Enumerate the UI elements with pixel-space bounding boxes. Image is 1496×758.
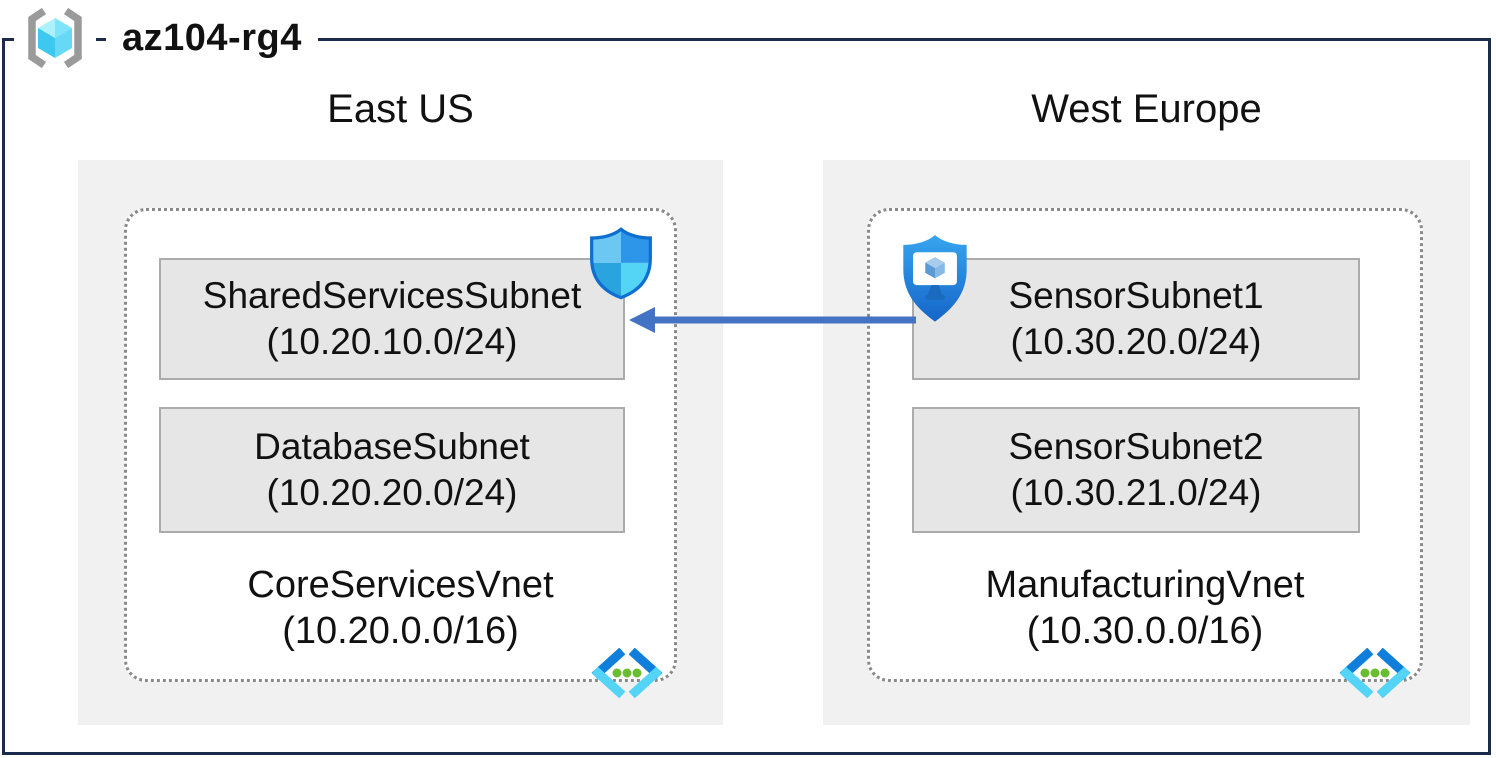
resource-group-label: az104-rg4: [14, 5, 318, 71]
region-title-east-us: East US: [327, 87, 474, 131]
subnet-cidr: (10.30.20.0/24): [1010, 321, 1262, 362]
peering-arrow: [626, 298, 918, 342]
region-east-us: SharedServicesSubnet (10.20.10.0/24) Dat…: [78, 160, 723, 725]
virtual-network-icon: [1336, 647, 1414, 699]
resource-group-icon: [14, 5, 96, 71]
vnet-cidr: (10.30.0.0/16): [1026, 609, 1264, 652]
subnet-shared-services: SharedServicesSubnet (10.20.10.0/24): [159, 258, 625, 380]
vnet-label-coreservices: CoreServicesVnet (10.20.0.0/16): [127, 563, 674, 654]
vnet-name: CoreServicesVnet: [247, 564, 554, 606]
subnet-cidr: (10.30.21.0/24): [1010, 472, 1262, 513]
subnet-sensor2: SensorSubnet2 (10.30.21.0/24): [912, 407, 1360, 533]
subnet-name: SharedServicesSubnet: [202, 275, 582, 317]
subnet-cidr: (10.20.20.0/24): [266, 472, 518, 513]
virtual-network-icon: [588, 647, 666, 699]
resource-group-title: az104-rg4: [106, 5, 318, 71]
vnet-name: ManufacturingVnet: [985, 564, 1305, 606]
vnet-box-coreservices: SharedServicesSubnet (10.20.10.0/24) Dat…: [124, 208, 677, 682]
subnet-name: SensorSubnet2: [1008, 426, 1264, 468]
subnet-database: DatabaseSubnet (10.20.20.0/24): [159, 407, 625, 533]
region-title-west-europe: West Europe: [1031, 87, 1262, 131]
vnet-label-manufacturing: ManufacturingVnet (10.30.0.0/16): [870, 563, 1420, 654]
subnet-name: SensorSubnet1: [1008, 275, 1264, 317]
defender-device-icon: [896, 232, 974, 326]
subnet-cidr: (10.20.10.0/24): [266, 321, 518, 362]
vnet-cidr: (10.20.0.0/16): [282, 609, 519, 652]
defender-shield-icon: [584, 226, 658, 302]
subnet-name: DatabaseSubnet: [254, 426, 530, 468]
subnet-sensor1: SensorSubnet1 (10.30.20.0/24): [912, 258, 1360, 380]
